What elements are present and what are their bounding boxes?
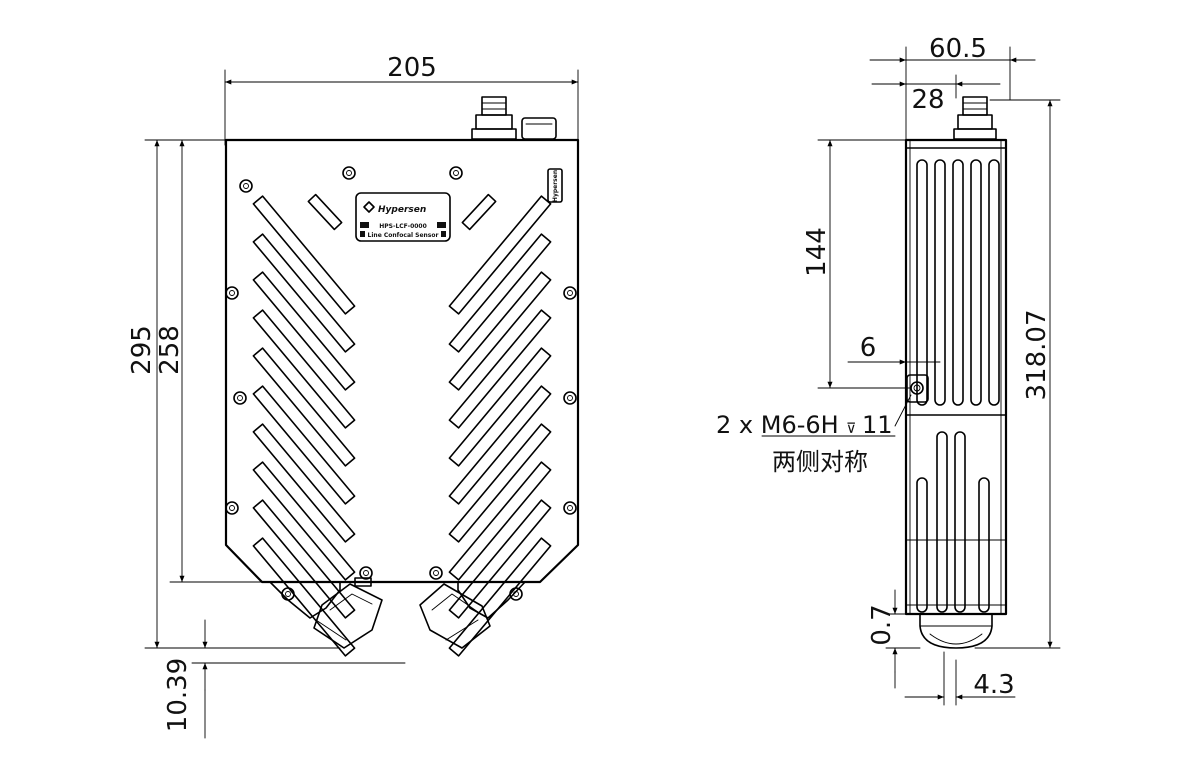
dimension-28: 28 xyxy=(871,74,1001,115)
side-fin-upper xyxy=(916,159,928,406)
side-fin-lower-outer xyxy=(978,477,990,613)
dim-label-144: 144 xyxy=(802,227,832,277)
front-side-mark: Hypersen xyxy=(547,168,563,203)
dim-label-bottom: 10.39 xyxy=(163,658,193,732)
fin-top-right xyxy=(461,193,497,231)
fin-left xyxy=(252,385,356,505)
label-model: HPS-LCF-0000 xyxy=(379,223,427,230)
front-label-plate: Hypersen HPS-LCF-0000 Line Confocal Sens… xyxy=(355,192,451,242)
dimension-4-3: 4.3 xyxy=(904,651,1016,706)
fin-left xyxy=(252,233,356,353)
thread-depth-symbol: ⊽ xyxy=(846,421,856,437)
fin-left xyxy=(252,347,356,467)
side-body xyxy=(904,138,1008,616)
dimension-0-7: 0.7 xyxy=(867,589,921,689)
mounting-hole xyxy=(894,374,929,427)
screw-icon xyxy=(449,166,463,180)
fin-right xyxy=(448,461,552,581)
side-fin-lower xyxy=(954,431,966,613)
fin-top-left xyxy=(307,193,343,231)
thread-note-symmetric: 两侧对称 xyxy=(772,448,868,476)
fin-left xyxy=(252,271,356,391)
fin-left xyxy=(252,195,356,315)
side-fin-upper xyxy=(934,159,946,406)
fin-left xyxy=(252,309,356,429)
brand-logo-text: Hypersen xyxy=(378,205,426,215)
side-top-connector xyxy=(953,96,997,140)
screw-icon xyxy=(509,587,523,601)
front-view: 205 295 258 10.39 xyxy=(127,53,580,739)
fin-right xyxy=(448,271,552,391)
dim-label-height-body: 258 xyxy=(155,325,185,375)
screw-icon xyxy=(359,566,373,580)
side-fin-lower xyxy=(936,431,948,613)
screw-icon xyxy=(342,166,356,180)
side-fins xyxy=(916,159,1000,613)
dimension-60-5: 60.5 xyxy=(869,34,1036,146)
fin-left xyxy=(252,537,356,657)
fin-right xyxy=(448,195,552,315)
dim-label-0-7: 0.7 xyxy=(867,604,897,645)
heat-fins xyxy=(252,193,552,657)
screw-icon xyxy=(563,286,577,300)
front-top-connector xyxy=(471,96,557,140)
thread-depth-value: 11 xyxy=(862,411,893,439)
fin-left xyxy=(252,423,356,543)
dim-label-4-3: 4.3 xyxy=(973,670,1014,700)
fin-right xyxy=(448,499,552,619)
fin-right xyxy=(448,233,552,353)
fin-left xyxy=(252,499,356,619)
screw-icon xyxy=(281,587,295,601)
screw-icon xyxy=(233,391,247,405)
dim-label-side-width: 60.5 xyxy=(929,34,987,64)
side-view: 60.5 28 144 6 318.07 xyxy=(716,34,1061,706)
thread-note: 2 x M6-6H ⊽ 11 两侧对称 xyxy=(716,411,896,476)
dim-label-height-total: 295 xyxy=(127,325,157,375)
side-fin-upper xyxy=(970,159,982,406)
dim-label-6: 6 xyxy=(860,333,877,363)
fin-right xyxy=(448,423,552,543)
front-body-outline xyxy=(224,138,580,584)
fin-right xyxy=(448,537,552,657)
dim-label-inner: 28 xyxy=(911,85,944,115)
side-fin-upper xyxy=(952,159,964,406)
screw-icon xyxy=(225,286,239,300)
screw-icon xyxy=(429,566,443,580)
dimension-144: 144 xyxy=(802,139,911,389)
side-mark-text: Hypersen xyxy=(552,170,559,202)
screw-icon xyxy=(563,501,577,515)
screw-icon xyxy=(225,501,239,515)
label-subtitle: Line Confocal Sensor xyxy=(368,232,439,239)
side-lens xyxy=(919,613,993,649)
side-fin-lower-outer xyxy=(916,477,928,613)
dimension-258: 258 xyxy=(155,139,301,583)
dimension-295: 295 xyxy=(127,139,341,649)
thread-note-prefix: 2 x M6-6H xyxy=(716,411,839,439)
dimension-318-07: 318.07 xyxy=(974,99,1061,649)
fin-right xyxy=(448,309,552,429)
fin-left xyxy=(252,461,356,581)
fin-right xyxy=(448,385,552,505)
screw-icon xyxy=(239,179,253,193)
dim-label-318: 318.07 xyxy=(1022,310,1052,401)
side-fin-upper xyxy=(988,159,1000,406)
dimension-6: 6 xyxy=(847,333,941,365)
screw-icon xyxy=(563,391,577,405)
front-bottom-connector-left xyxy=(269,577,383,649)
dim-label-width: 205 xyxy=(387,53,437,83)
fin-right xyxy=(448,347,552,467)
dimension-10-39: 10.39 xyxy=(163,619,406,739)
front-bottom-connector-right xyxy=(419,581,526,649)
dimension-205: 205 xyxy=(224,53,579,146)
